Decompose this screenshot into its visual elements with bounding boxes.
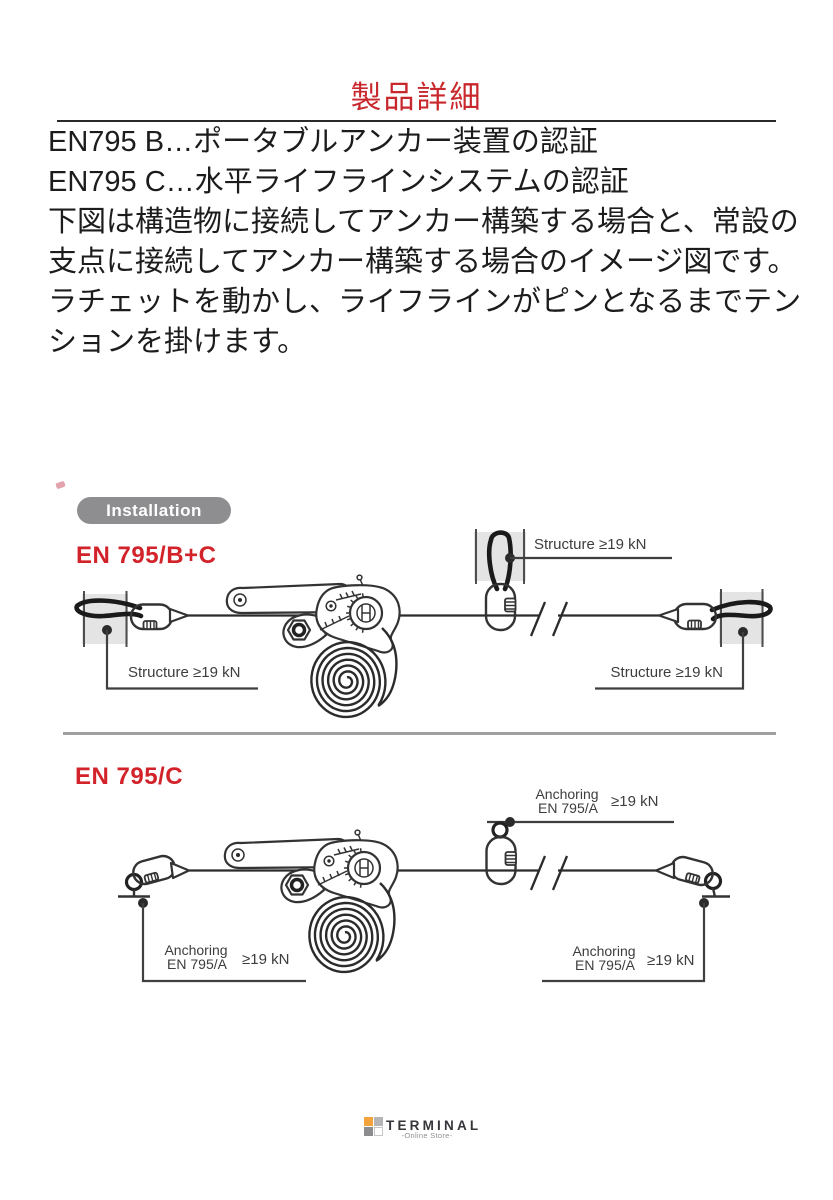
intro-line: EN795 B…ポータブルアンカー装置の認証 bbox=[48, 126, 598, 158]
quick-link-right bbox=[657, 602, 718, 631]
diagram2-heading: EN 795/C bbox=[75, 763, 184, 790]
cable-termination bbox=[657, 607, 680, 624]
label-anchoring-right: Anchoring EN 795/A ≥19 kN bbox=[572, 943, 694, 973]
diagram-en795-bc: Structure ≥19 kN Structure ≥19 kN Struct… bbox=[74, 529, 773, 719]
cable-termination bbox=[168, 607, 190, 624]
svg-text:Anchoring: Anchoring bbox=[535, 786, 598, 802]
logo-square-gray-dark bbox=[364, 1127, 373, 1136]
anchor-sling-left bbox=[74, 598, 144, 619]
leader-right bbox=[542, 898, 709, 983]
installation-badge: Installation bbox=[77, 497, 231, 524]
svg-text:EN 795/A: EN 795/A bbox=[575, 957, 636, 973]
diagram-divider bbox=[63, 732, 776, 735]
svg-text:Anchoring: Anchoring bbox=[572, 943, 635, 959]
page-title: 製品詳細 bbox=[350, 80, 483, 115]
anchor-point-top bbox=[485, 817, 674, 886]
label-structure-left: Structure ≥19 kN bbox=[128, 664, 240, 681]
cable-break-marks bbox=[529, 601, 569, 637]
brand-name: TERMINAL bbox=[386, 1118, 482, 1133]
terminal-logo-icon bbox=[364, 1117, 383, 1136]
intro-line: 下図は構造物に接続してアンカー構築する場合と、常設の bbox=[48, 206, 799, 238]
svg-text:EN 795/A: EN 795/A bbox=[538, 800, 599, 816]
leader-top bbox=[505, 553, 672, 563]
label-anchoring-left: Anchoring EN 795/A ≥19 kN bbox=[164, 942, 289, 972]
diagram1-heading: EN 795/B+C bbox=[76, 542, 217, 569]
cable-termination bbox=[654, 861, 676, 880]
leader-left bbox=[102, 625, 258, 690]
leader-left bbox=[138, 898, 306, 983]
logo-square-orange bbox=[364, 1117, 373, 1126]
intro-line: EN795 C…水平ライフラインシステムの認証 bbox=[48, 166, 629, 198]
label-structure-top: Structure ≥19 kN bbox=[534, 536, 646, 553]
intro-line: ラチェットを動かし、ライフラインがピンとなるまでテン bbox=[48, 286, 802, 318]
cable-termination bbox=[169, 861, 191, 880]
svg-text:≥19 kN: ≥19 kN bbox=[647, 952, 694, 969]
structure-top bbox=[474, 529, 526, 584]
anchor-point-left bbox=[118, 854, 191, 898]
brand-subtitle: -Online Store- bbox=[401, 1131, 453, 1140]
anchor-sling-right bbox=[709, 599, 773, 622]
label-anchoring-top: Anchoring EN 795/A ≥19 kN bbox=[535, 786, 658, 816]
leader-right bbox=[595, 627, 748, 690]
title-underline bbox=[57, 120, 776, 122]
quick-link-top bbox=[484, 582, 517, 632]
diagram-en795-c: Anchoring EN 795/A ≥19 kN Anchoring EN 7… bbox=[118, 786, 730, 983]
anchor-point-right bbox=[654, 855, 730, 898]
logo-square-gray-light bbox=[374, 1117, 383, 1126]
svg-text:≥19 kN: ≥19 kN bbox=[242, 951, 289, 968]
logo-square-white bbox=[374, 1127, 383, 1136]
label-structure-right: Structure ≥19 kN bbox=[611, 664, 723, 681]
intro-line: ションを掛けます。 bbox=[48, 326, 307, 358]
svg-text:≥19 kN: ≥19 kN bbox=[611, 793, 658, 810]
svg-text:Anchoring: Anchoring bbox=[164, 942, 227, 958]
cable-break-marks bbox=[529, 855, 569, 891]
quick-link-left bbox=[129, 603, 190, 631]
intro-line: 支点に接続してアンカー構築する場合のイメージ図です。 bbox=[48, 246, 797, 278]
intro-text: EN795 B…ポータブルアンカー装置の認証 EN795 C…水平ライフラインシ… bbox=[48, 122, 808, 362]
svg-text:EN 795/A: EN 795/A bbox=[167, 956, 228, 972]
